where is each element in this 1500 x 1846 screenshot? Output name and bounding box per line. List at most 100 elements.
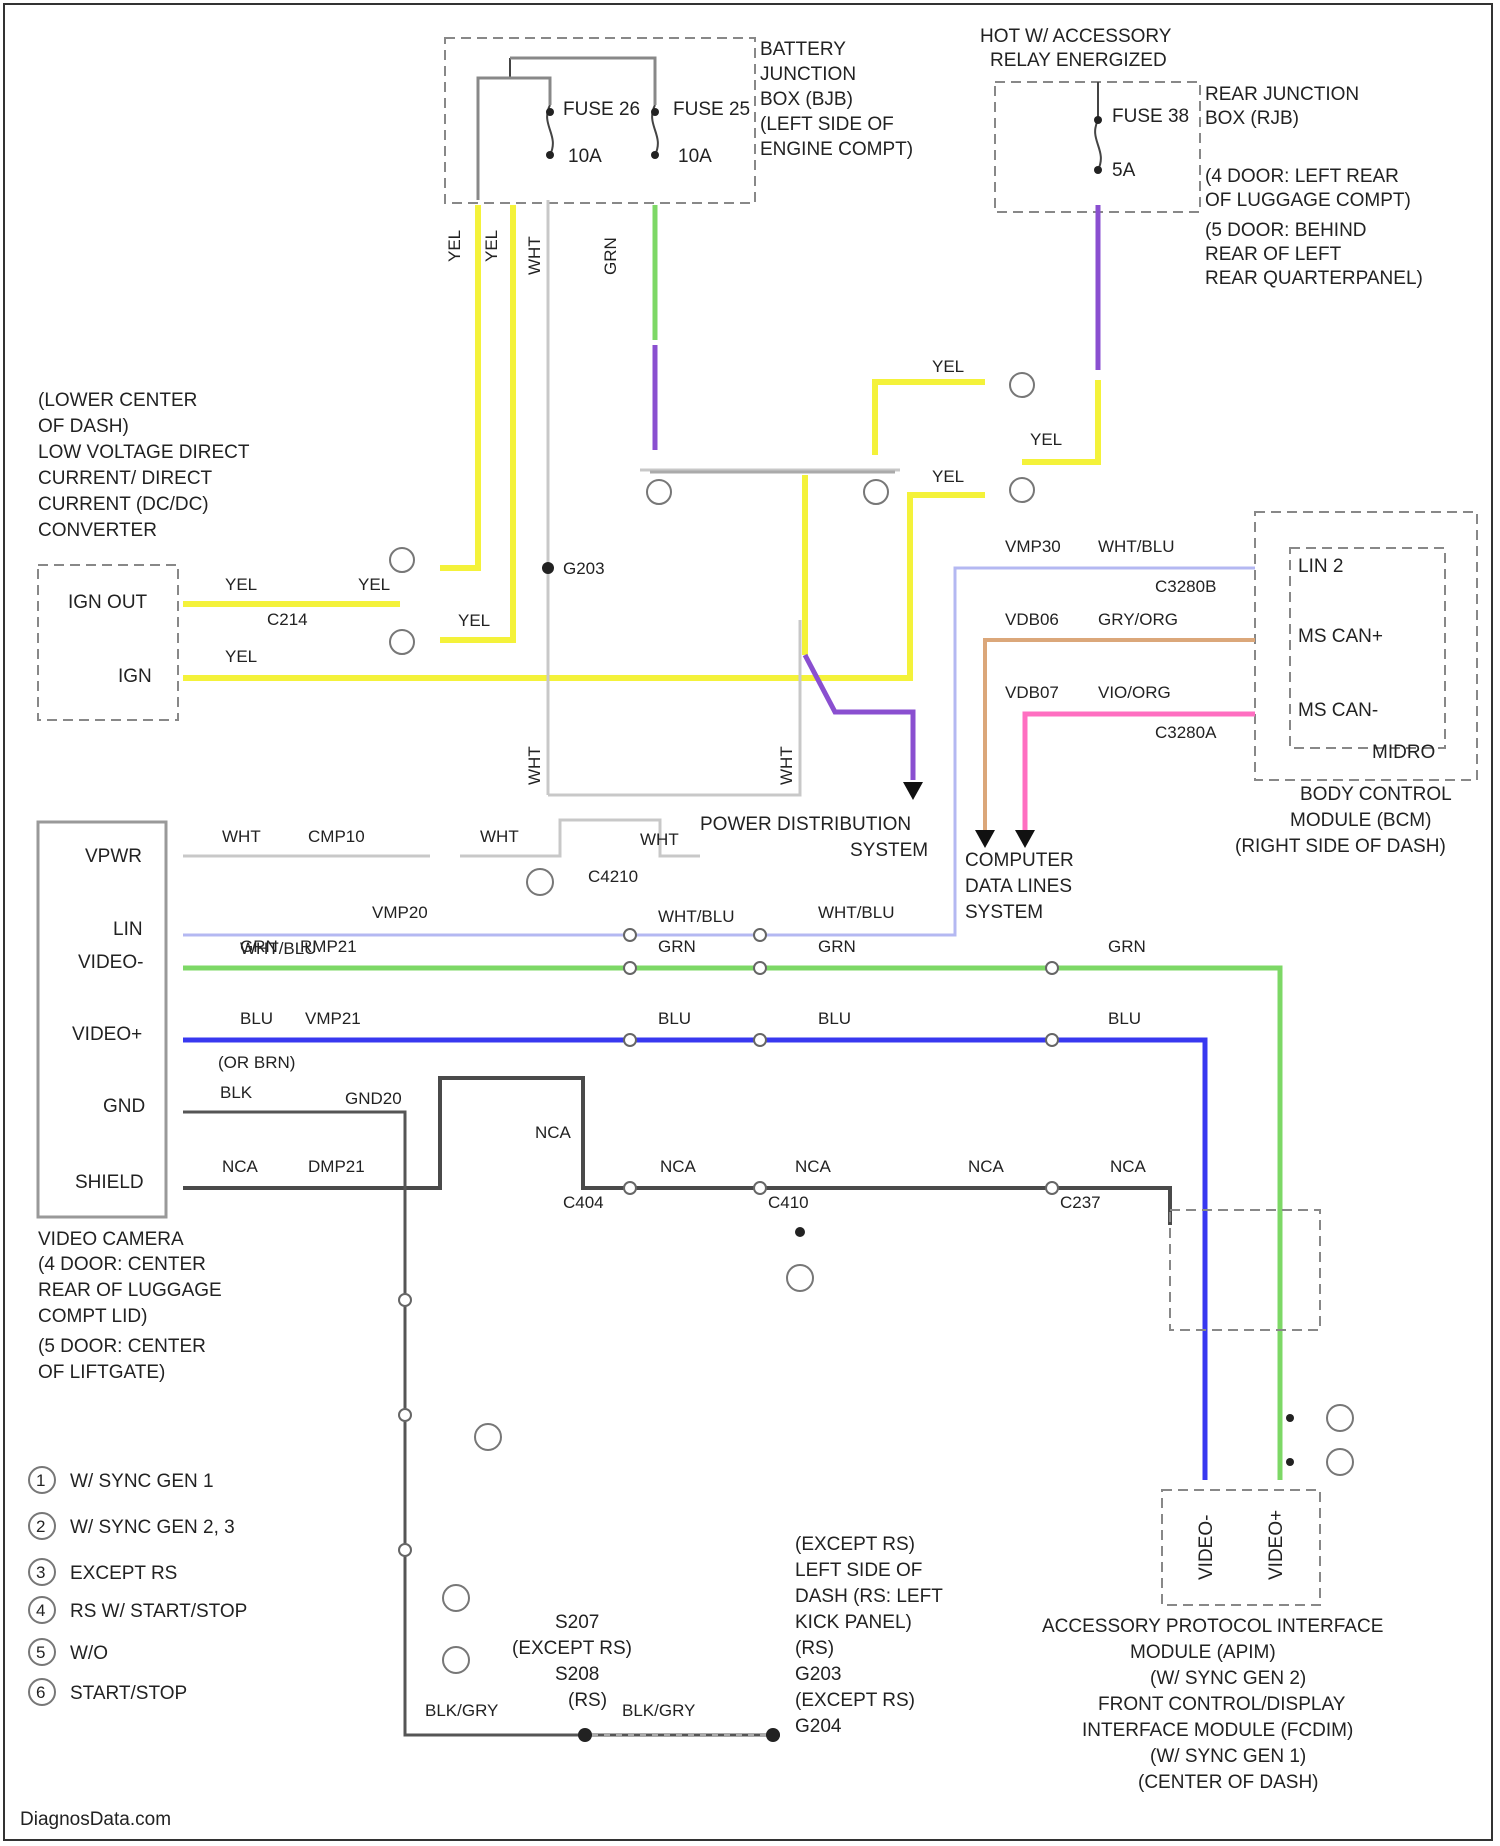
bjb-title-3: BOX (BJB) <box>760 89 853 110</box>
pin-ign: IGN <box>118 666 152 687</box>
connector-c237: C237 <box>1060 1193 1101 1212</box>
dcdc-title-5: CURRENT (DC/DC) <box>38 494 209 515</box>
ground-note-1: (EXCEPT RS) <box>795 1534 915 1555</box>
rjb-title-6: REAR OF LEFT <box>1205 244 1342 265</box>
legend-item-3: EXCEPT RS <box>70 1563 177 1584</box>
cam-pin-lin: LIN <box>113 919 143 940</box>
wire-label-blu-cam: BLU <box>240 1009 273 1028</box>
wire-label-grn-2: GRN <box>658 937 696 956</box>
splice-except-rs: (EXCEPT RS) <box>512 1638 632 1659</box>
yellow-wires: YEL YEL YEL YEL YEL YEL YEL YEL YEL C214 <box>183 205 1098 678</box>
dcdc-title-3: LOW VOLTAGE DIRECT <box>38 442 250 463</box>
wire-label-nca-6: NCA <box>1110 1157 1147 1176</box>
splice-rs: (RS) <box>568 1690 607 1711</box>
circuit-vmp30: VMP30 <box>1005 537 1061 556</box>
fuse-25-rating: 10A <box>678 146 712 167</box>
connector-markers <box>399 929 1058 1556</box>
computer-data-3: SYSTEM <box>965 902 1043 923</box>
circuit-gnd20: GND20 <box>345 1089 402 1108</box>
wire-label-yel-2: YEL <box>225 647 257 666</box>
svg-text:5: 5 <box>36 1643 45 1662</box>
cam-pin-vpwr: VPWR <box>85 846 142 867</box>
arrow-data-2 <box>1015 830 1035 848</box>
wire-label-wht-5: WHT <box>480 827 519 846</box>
wire-label-nca-5: NCA <box>968 1157 1005 1176</box>
arrow-data-1 <box>975 830 995 848</box>
circuit-vdb06: VDB06 <box>1005 610 1059 629</box>
wire-label-blk: BLK <box>220 1083 253 1102</box>
circuit-rmp21: RMP21 <box>300 937 357 956</box>
wire-label-yel-5: YEL <box>932 357 964 376</box>
connector-c3280b: C3280B <box>1155 577 1216 596</box>
apim-title-7: (CENTER OF DASH) <box>1138 1772 1319 1793</box>
ground-note-8: G204 <box>795 1716 842 1737</box>
cam-pin-gnd: GND <box>103 1096 145 1117</box>
apim-title-3: (W/ SYNC GEN 2) <box>1150 1668 1306 1689</box>
wire-label-yel-3: YEL <box>358 575 390 594</box>
wire-label-nca-3: NCA <box>660 1157 697 1176</box>
body-control-module: LIN 2 MS CAN+ MS CAN- MIDRO BODY CONTROL… <box>1235 512 1477 857</box>
cam-title-4: COMPT LID) <box>38 1306 147 1327</box>
cam-title-6: OF LIFTGATE) <box>38 1362 165 1383</box>
bcm-pin-mscan-minus: MS CAN- <box>1298 700 1378 721</box>
wire-mscan-minus <box>1025 714 1255 830</box>
wire-label-grn-4: GRN <box>1108 937 1146 956</box>
wire-label-nca-2: NCA <box>535 1123 572 1142</box>
apim-title-5: INTERFACE MODULE (FCDIM) <box>1082 1720 1353 1741</box>
rjb-title-3: (4 DOOR: LEFT REAR <box>1205 166 1399 187</box>
rjb-title-7: REAR QUARTERPANEL) <box>1205 268 1423 289</box>
power-dist-1: POWER DISTRIBUTION <box>700 814 911 835</box>
power-dist-2: SYSTEM <box>850 840 928 861</box>
wire-label-yel-8: YEL <box>445 230 464 262</box>
wire-gnd <box>183 1112 780 1735</box>
wire-label-yel-4: YEL <box>458 611 490 630</box>
battery-junction-box: BATTERY JUNCTION BOX (BJB) (LEFT SIDE OF… <box>445 38 913 203</box>
bcm-title-1: BODY CONTROL <box>1300 784 1452 805</box>
cam-pin-video-plus: VIDEO+ <box>72 1024 142 1045</box>
circuit-cmp10: CMP10 <box>308 827 365 846</box>
bjb-title-2: JUNCTION <box>760 64 856 85</box>
apim-title-1: ACCESSORY PROTOCOL INTERFACE <box>1042 1616 1383 1637</box>
wire-label-grn-3: GRN <box>818 937 856 956</box>
connector-c3280a: C3280A <box>1155 723 1217 742</box>
white-wires: WHT WHT WHT WHT WHT WHT CMP10 G203 <box>183 200 900 856</box>
footer-watermark: DiagnosData.com <box>20 1809 171 1830</box>
wire-label-blkgry-2: BLK/GRY <box>622 1701 695 1720</box>
wire-label-yel-7: YEL <box>1030 430 1062 449</box>
connector-c404: C404 <box>563 1193 604 1212</box>
svg-text:6: 6 <box>36 1683 45 1702</box>
legend-item-1: W/ SYNC GEN 1 <box>70 1471 214 1492</box>
wire-label-wht-2: WHT <box>525 746 544 785</box>
computer-data-1: COMPUTER <box>965 850 1074 871</box>
cam-pin-shield: SHIELD <box>75 1172 144 1193</box>
legend-item-6: START/STOP <box>70 1683 187 1704</box>
bjb-title-5: ENGINE COMPT) <box>760 139 913 160</box>
video-camera: VPWR LIN VIDEO- VIDEO+ GND SHIELD VIDEO … <box>38 822 222 1383</box>
ground-note-2: LEFT SIDE OF <box>795 1560 922 1581</box>
apim-pin-video-minus: VIDEO- <box>1196 1515 1217 1580</box>
rjb-title-1: REAR JUNCTION <box>1205 84 1359 105</box>
circuit-vmp20: VMP20 <box>372 903 428 922</box>
rjb-title-4: OF LUGGAGE COMPT) <box>1205 190 1411 211</box>
apim-module: VIDEO- VIDEO+ ACCESSORY PROTOCOL INTERFA… <box>1042 1210 1383 1793</box>
ground-note-3: DASH (RS: LEFT <box>795 1586 943 1607</box>
pin-ign-out: IGN OUT <box>68 592 148 613</box>
cam-title-3: REAR OF LUGGAGE <box>38 1280 222 1301</box>
cam-title-1: VIDEO CAMERA <box>38 1229 184 1250</box>
connector-c410: C410 <box>768 1193 809 1212</box>
dcdc-converter: (LOWER CENTER OF DASH) LOW VOLTAGE DIREC… <box>38 390 250 720</box>
legend: 1 W/ SYNC GEN 1 2 W/ SYNC GEN 2, 3 3 EXC… <box>29 1467 247 1705</box>
wire-video-minus <box>183 968 1280 1480</box>
dcdc-title-4: CURRENT/ DIRECT <box>38 468 213 489</box>
hot-label-1: HOT W/ ACCESSORY <box>980 26 1172 47</box>
wire-lin <box>183 568 1255 935</box>
hot-label-2: RELAY ENERGIZED <box>990 50 1167 71</box>
ground-note-4: KICK PANEL) <box>795 1612 912 1633</box>
bcm-code: MIDRO <box>1372 742 1435 763</box>
legend-item-4: RS W/ START/STOP <box>70 1601 247 1622</box>
wire-label-blu-2: BLU <box>658 1009 691 1028</box>
cam-pin-video-minus: VIDEO- <box>78 952 143 973</box>
bcm-title-2: MODULE (BCM) <box>1290 810 1431 831</box>
rjb-title-2: BOX (RJB) <box>1205 108 1299 129</box>
